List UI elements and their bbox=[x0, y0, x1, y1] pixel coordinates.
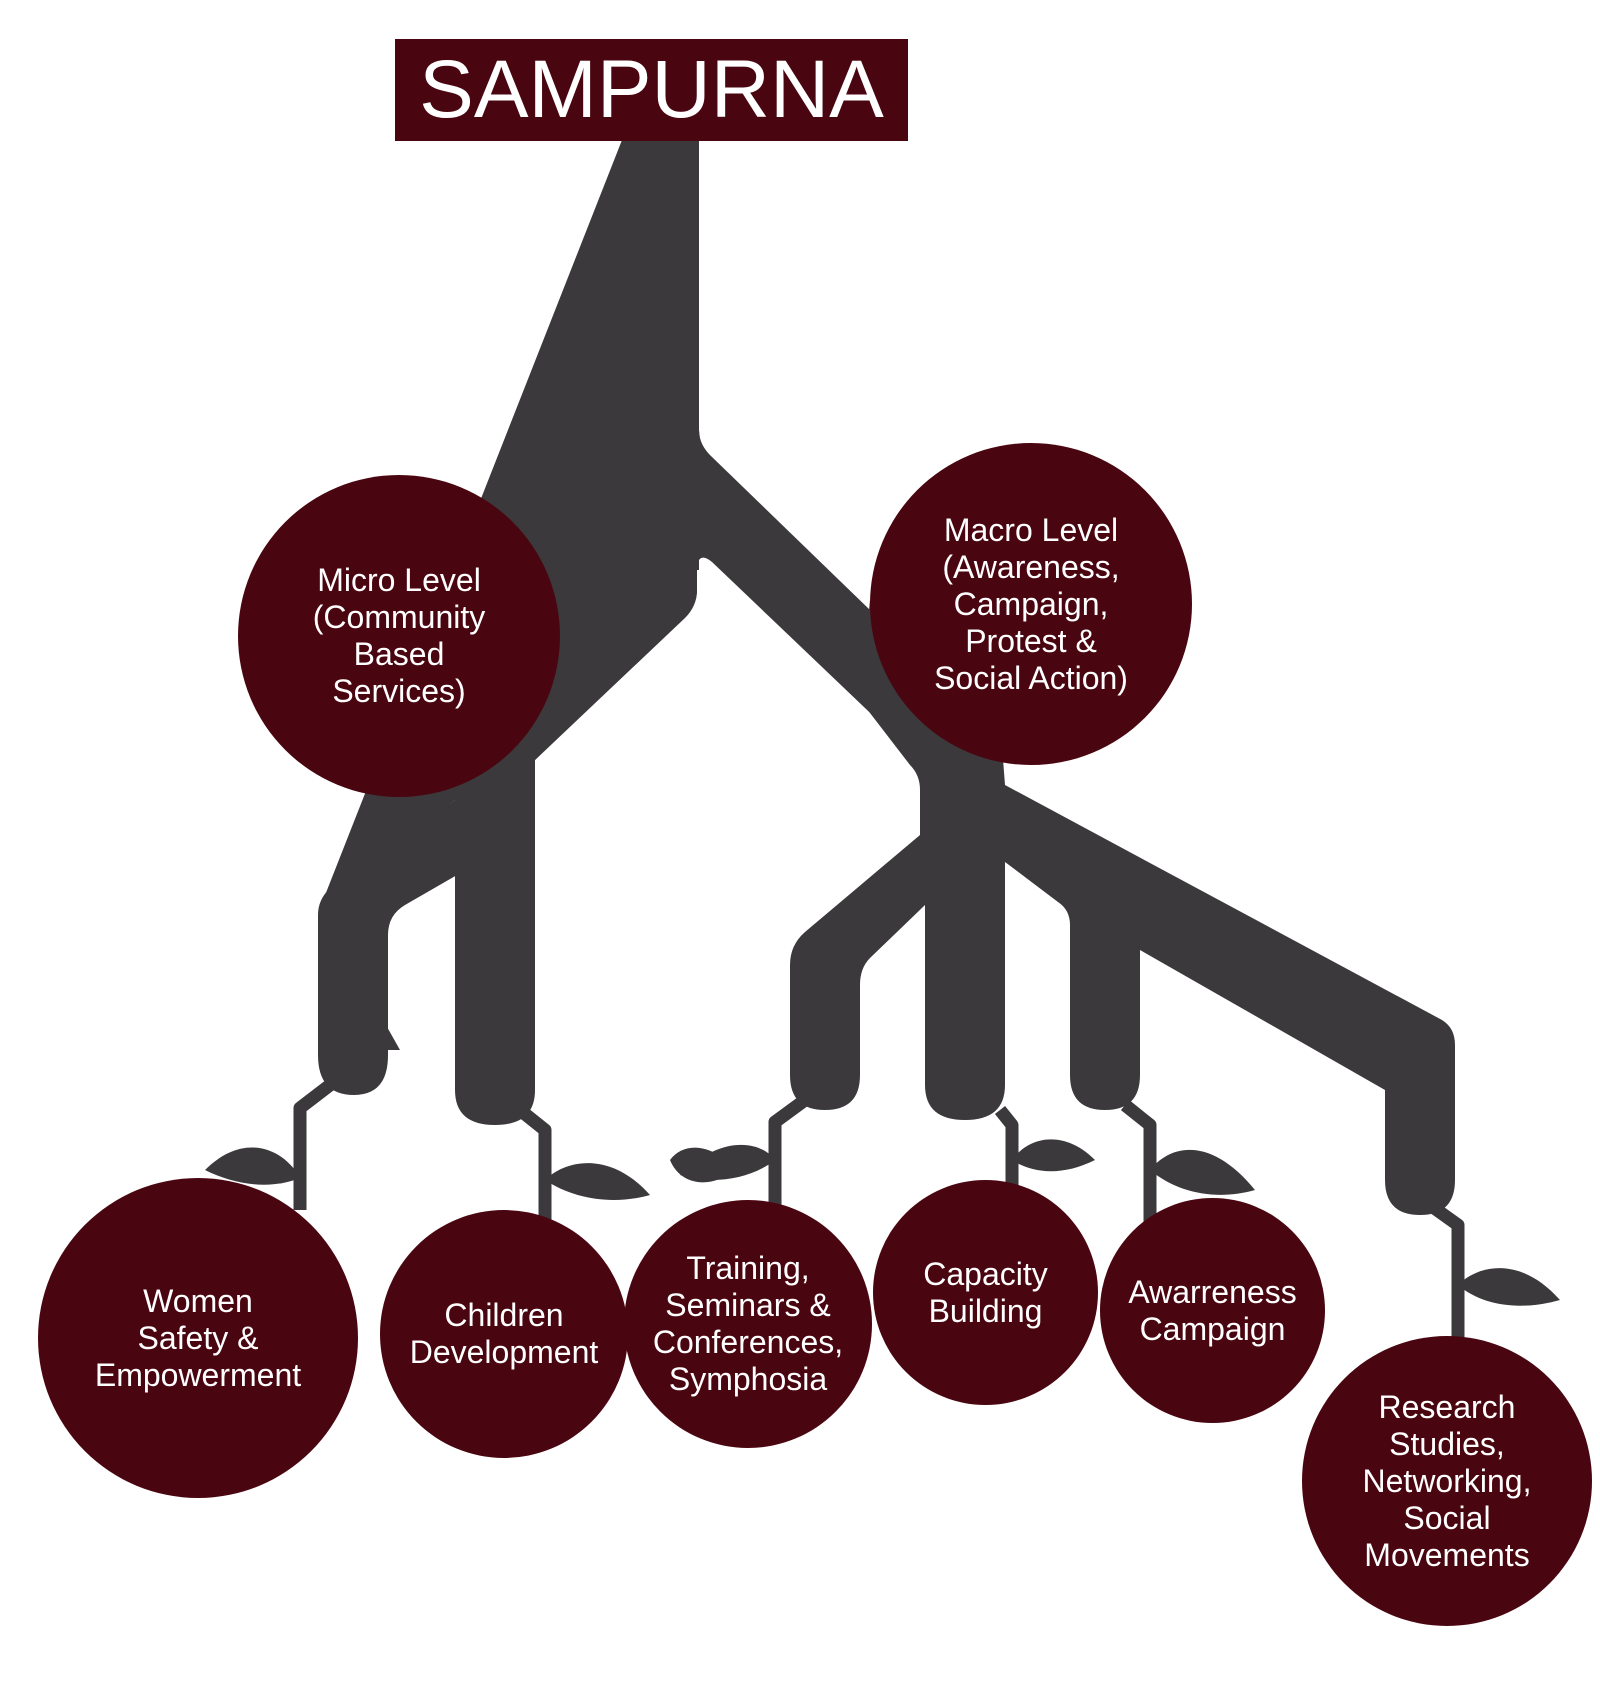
leaf-icon bbox=[545, 1163, 650, 1200]
twig-awareness bbox=[1120, 1099, 1157, 1230]
node-label: Micro Level (Community Based Services) bbox=[312, 562, 486, 709]
trunk-stem bbox=[622, 140, 699, 570]
node-label: Capacity Building bbox=[923, 1255, 1048, 1329]
node-micro-level: Micro Level (Community Based Services) bbox=[238, 475, 560, 797]
node-research-studies: Research Studies, Networking, Social Mov… bbox=[1302, 1336, 1592, 1626]
node-label: Children Development bbox=[409, 1297, 599, 1370]
twig-training bbox=[768, 1094, 809, 1210]
node-label: Training, Seminars & Conferences, Sympho… bbox=[652, 1250, 844, 1397]
node-awareness-campaign: Awarreness Campaign bbox=[1100, 1198, 1325, 1423]
node-women-safety: Women Safety & Empowerment bbox=[38, 1178, 358, 1498]
node-training: Training, Seminars & Conferences, Sympho… bbox=[624, 1200, 872, 1448]
branch-macro-junction bbox=[790, 600, 1455, 1215]
node-label: Awarreness Campaign bbox=[1128, 1273, 1297, 1347]
node-label: Macro Level (Awareness, Campaign, Protes… bbox=[934, 511, 1128, 696]
title-banner: SAMPURNA bbox=[395, 39, 908, 141]
node-label: Women Safety & Empowerment bbox=[94, 1282, 302, 1393]
leaf-icon bbox=[670, 1147, 735, 1183]
node-children-development: Children Development bbox=[380, 1210, 628, 1458]
node-macro-level: Macro Level (Awareness, Campaign, Protes… bbox=[870, 443, 1192, 765]
twig-children bbox=[515, 1104, 552, 1240]
twig-women bbox=[293, 1079, 334, 1210]
leaf-icon bbox=[1150, 1149, 1255, 1195]
twig-capacity bbox=[994, 1105, 1019, 1190]
branch-women bbox=[318, 770, 535, 1095]
node-label: Research Studies, Networking, Social Mov… bbox=[1362, 1388, 1532, 1573]
node-capacity-building: Capacity Building bbox=[873, 1180, 1098, 1405]
title-text: SAMPURNA bbox=[419, 44, 884, 135]
leaf-icon bbox=[1458, 1268, 1560, 1306]
leaf-icon bbox=[205, 1147, 300, 1185]
leaf-icon bbox=[1012, 1139, 1095, 1172]
twig-research bbox=[1426, 1199, 1465, 1340]
